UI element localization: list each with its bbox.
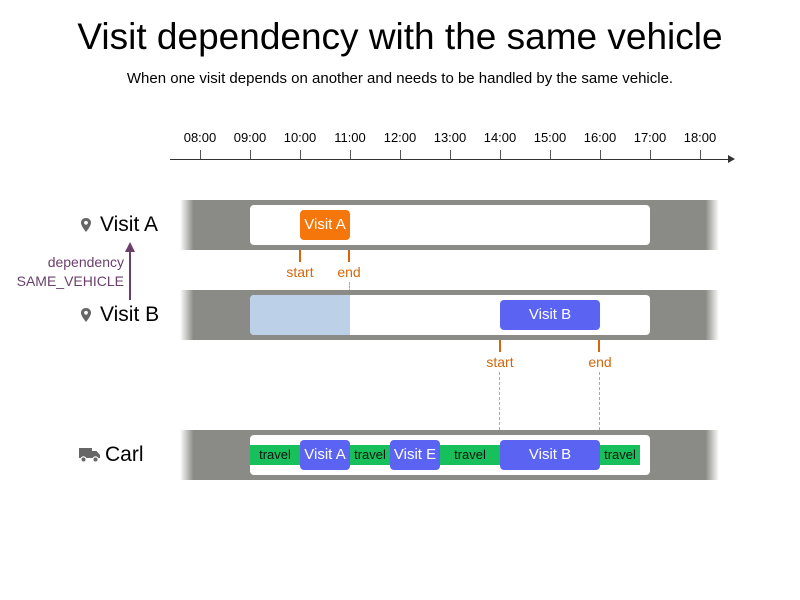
axis-line: [170, 159, 730, 160]
blocked-window-visit-b: [250, 295, 350, 335]
row-label-vehicle: Carl: [105, 443, 144, 466]
page-title: Visit dependency with the same vehicle: [77, 16, 723, 57]
location-pin-icon: [81, 308, 91, 322]
row-label-visit-a: Visit A: [100, 213, 158, 236]
tick-label-1100: 11:00: [334, 130, 366, 145]
end-label-a: end: [337, 264, 361, 280]
tick-mark: [300, 150, 301, 160]
visit-b-box[interactable]: Visit B: [500, 300, 600, 330]
tick-mark: [700, 150, 701, 160]
route-travel-segment: travel: [350, 445, 390, 465]
end-marker-a: [348, 250, 350, 262]
start-marker-b: [499, 340, 501, 352]
truck-icon: [79, 448, 100, 463]
tick-mark: [250, 150, 251, 160]
start-label-b: start: [486, 354, 514, 370]
tick-mark: [200, 150, 201, 160]
tick-label-1800: 18:00: [683, 130, 717, 145]
tick-mark: [400, 150, 401, 160]
tick-label-1600: 16:00: [583, 130, 617, 145]
tick-label-1200: 12:00: [383, 130, 417, 145]
tick-label-1000: 10:00: [283, 130, 317, 145]
axis-arrowhead: [728, 155, 735, 163]
end-guide-b: [599, 372, 600, 430]
end-guide-a: [349, 282, 350, 292]
route-visit-b[interactable]: Visit B: [500, 440, 600, 470]
end-label-b: end: [588, 354, 612, 370]
route-visit-a[interactable]: Visit A: [300, 440, 350, 470]
tick-mark: [600, 150, 601, 160]
dependency-arrow: [125, 242, 135, 300]
tick-mark: [500, 150, 501, 160]
end-marker-b: [598, 340, 600, 352]
page-subtitle: When one visit depends on another and ne…: [126, 70, 674, 87]
tick-label-0900: 09:00: [233, 130, 267, 145]
route-travel-segment: travel: [440, 445, 500, 465]
visit-a-box[interactable]: Visit A: [300, 210, 350, 240]
start-guide-b: [499, 372, 500, 430]
row-label-visit-b: Visit B: [100, 303, 160, 326]
tick-label-1400: 14:00: [483, 130, 517, 145]
tick-label-0800: 08:00: [183, 130, 217, 145]
route-travel-segment: travel: [600, 445, 640, 465]
tick-mark: [450, 150, 451, 160]
route-travel-segment: travel: [250, 445, 300, 465]
tick-mark: [650, 150, 651, 160]
dependency-type-label: SAME_VEHICLE: [16, 273, 124, 289]
tick-label-1500: 15:00: [533, 130, 567, 145]
tick-label-1300: 13:00: [433, 130, 467, 145]
location-pin-icon: [81, 218, 91, 232]
tick-mark: [350, 150, 351, 160]
tick-mark: [550, 150, 551, 160]
route-visit-e[interactable]: Visit E: [390, 440, 440, 470]
tick-label-1700: 17:00: [633, 130, 667, 145]
start-label-a: start: [286, 264, 314, 280]
start-marker-a: [299, 250, 301, 262]
dependency-label: dependency: [47, 254, 124, 270]
